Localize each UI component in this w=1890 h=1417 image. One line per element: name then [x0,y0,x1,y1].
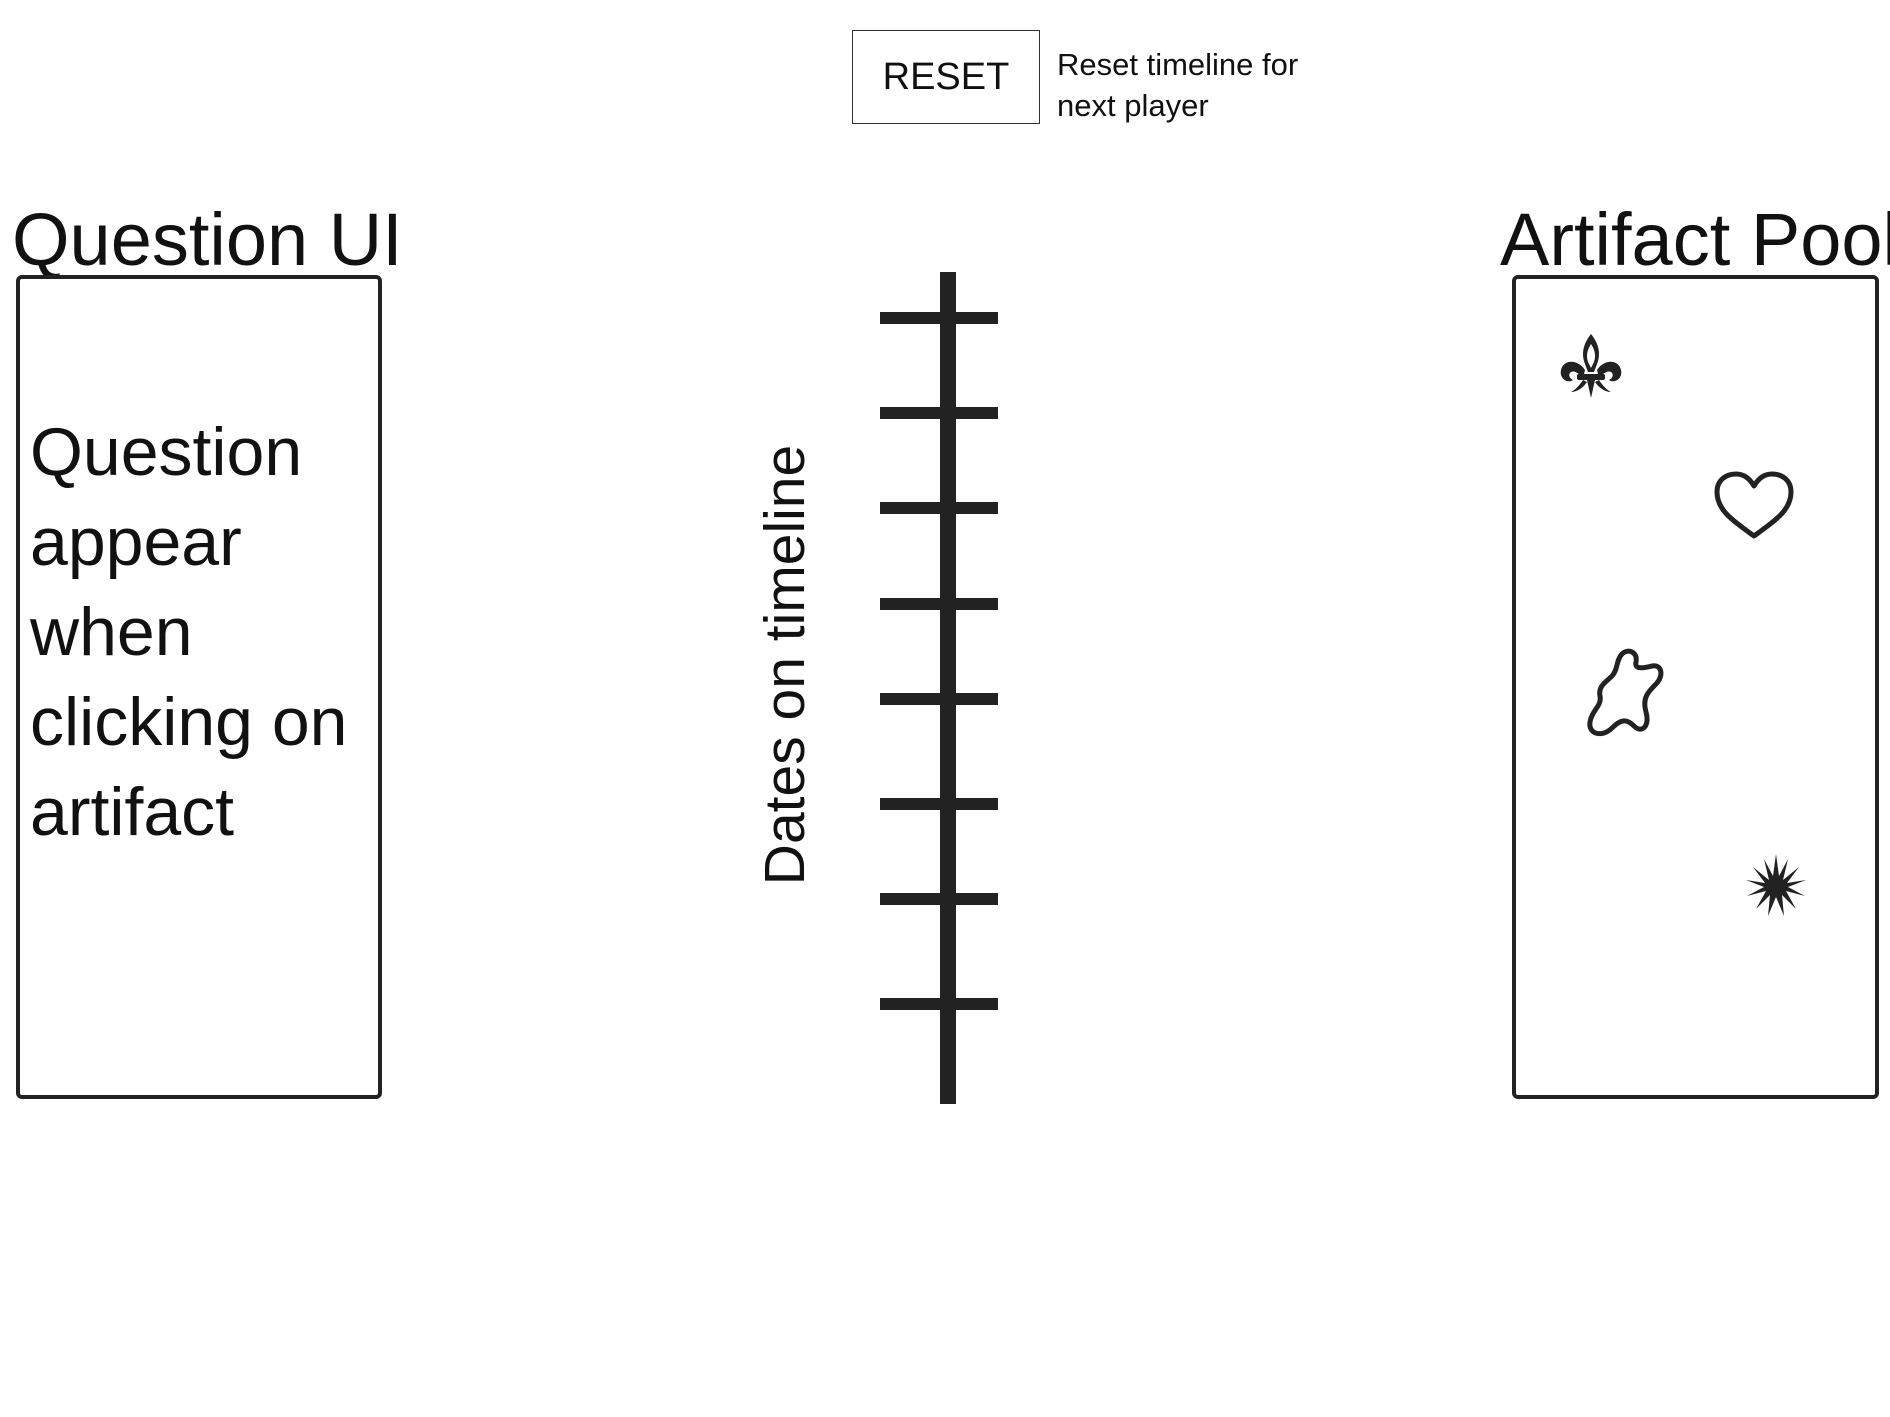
reset-caption: Reset timeline for next player [1057,47,1299,123]
timeline-axis [940,272,956,1104]
timeline-tick[interactable] [880,998,998,1010]
artifact-pool-title: Artifact Pool [1500,198,1890,281]
timeline-tick[interactable] [880,407,998,419]
timeline-label: Dates on timeline [753,444,817,886]
question-text: Question appear when clicking on artifac… [30,414,348,850]
timeline-tick[interactable] [880,312,998,324]
artifact-pool-panel [1512,275,1879,1099]
question-panel [16,275,382,1099]
timeline-ticks [880,312,998,1010]
fleur-de-lis-icon[interactable] [1555,330,1627,402]
timeline-tick[interactable] [880,598,998,610]
reset-button[interactable]: RESET [852,30,1040,124]
timeline-tick[interactable] [880,893,998,905]
starburst-icon[interactable] [1742,852,1810,920]
timeline-tick[interactable] [880,502,998,514]
timeline[interactable] [880,272,1010,1104]
heart-icon[interactable] [1712,470,1796,542]
timeline-tick[interactable] [880,798,998,810]
blob-icon[interactable] [1582,646,1666,742]
timeline-label-container: Dates on timeline [745,420,825,910]
question-ui-title: Question UI [12,198,403,281]
timeline-tick[interactable] [880,693,998,705]
